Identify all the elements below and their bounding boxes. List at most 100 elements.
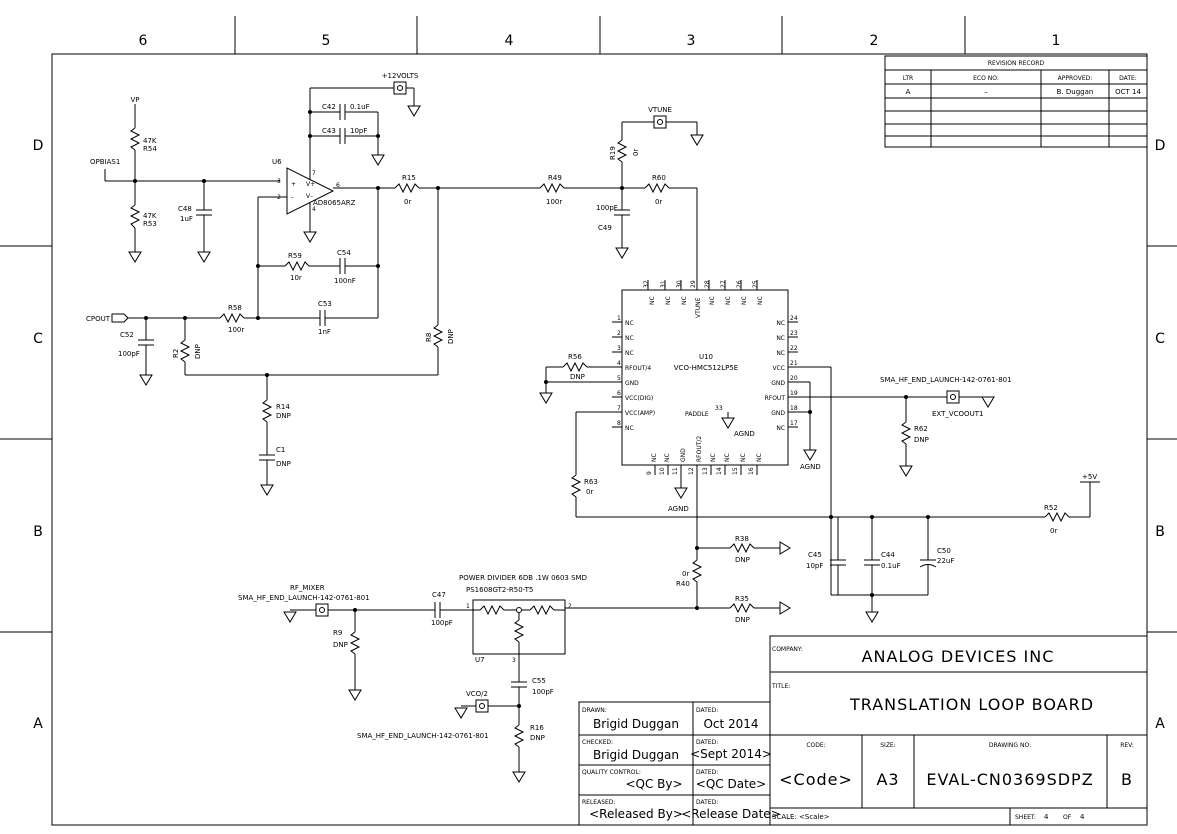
pin-label: 18 bbox=[790, 405, 798, 412]
r40-ref: R40 bbox=[676, 580, 690, 588]
r54-ref: R54 bbox=[143, 145, 157, 153]
u6-noninv: + bbox=[291, 181, 296, 188]
r54-value: 47K bbox=[143, 137, 157, 145]
connector-labels: SMA_HF_END_LAUNCH-142-0761-801 EXT_VCOOU… bbox=[238, 376, 1012, 740]
pin-label: OCT 14 bbox=[1115, 88, 1141, 96]
r52-value: 0r bbox=[1050, 527, 1057, 535]
pin-label: 24 bbox=[790, 315, 798, 322]
zone-row-b-right: B bbox=[1155, 524, 1165, 540]
checked-date: <Sept 2014> bbox=[690, 747, 772, 761]
zone-labels: 6 5 4 3 2 1 D C B A D C B A bbox=[33, 33, 1166, 732]
zone-col-6: 6 bbox=[139, 33, 148, 49]
of-label: OF bbox=[1063, 814, 1072, 821]
sheet-label: SHEET: bbox=[1015, 814, 1036, 821]
zone-col-5: 5 bbox=[322, 33, 331, 49]
c48-value: 1uF bbox=[180, 215, 193, 223]
pin-label: 27 bbox=[720, 280, 727, 288]
drawing-no-label: DRAWING NO: bbox=[989, 742, 1031, 749]
u6-pin4: 4 bbox=[312, 206, 316, 213]
pin-label: 26 bbox=[736, 280, 743, 288]
checked-by: Brigid Duggan bbox=[593, 748, 679, 762]
net-opbias: OPBIAS1 bbox=[90, 158, 120, 166]
pin-label: 2 bbox=[617, 330, 621, 337]
pin-label: NC bbox=[664, 453, 671, 462]
part-labels: 47K R54 47K R53 C48 1uF C42 0.1uF C43 10… bbox=[118, 103, 1058, 742]
size-value: A3 bbox=[876, 770, 899, 789]
pin-label: 6 bbox=[617, 390, 621, 397]
pin-label: GND bbox=[771, 380, 785, 387]
c52-value: 100pF bbox=[118, 350, 140, 358]
r49-value: 100r bbox=[546, 198, 562, 206]
qc-dated-label: DATED: bbox=[696, 769, 718, 776]
pin-label: – bbox=[984, 88, 988, 96]
zone-row-d-right: D bbox=[1155, 138, 1166, 154]
r58-ref: R58 bbox=[228, 304, 242, 312]
pin-label: 1 bbox=[617, 315, 621, 322]
pin-label: REVISION RECORD bbox=[988, 60, 1045, 67]
zone-row-d-left: D bbox=[33, 138, 44, 154]
pin-label: B. Duggan bbox=[1057, 88, 1094, 96]
pin-label: 17 bbox=[790, 420, 798, 427]
qc-date: <QC Date> bbox=[696, 777, 766, 791]
released-dated-label: DATED: bbox=[696, 799, 718, 806]
r35-value: DNP bbox=[735, 616, 750, 624]
checked-dated-label: DATED: bbox=[696, 739, 718, 746]
pin-label: NC bbox=[776, 425, 785, 432]
u6-inv: – bbox=[291, 194, 294, 201]
zone-col-2: 2 bbox=[870, 33, 879, 49]
c1-ref: C1 bbox=[276, 446, 285, 454]
pin-label: 32 bbox=[643, 280, 650, 288]
pin-label: NC bbox=[665, 296, 672, 305]
pin-label: NC bbox=[741, 296, 748, 305]
zone-col-4: 4 bbox=[505, 33, 514, 49]
size-label: SIZE: bbox=[880, 742, 896, 749]
pin-label: 28 bbox=[704, 280, 711, 288]
pin-label: NC bbox=[756, 453, 763, 462]
pin-label: NC bbox=[724, 453, 731, 462]
pin-label: 22 bbox=[790, 345, 798, 352]
released-date: <Release Date> bbox=[681, 807, 781, 821]
pin-label: GND bbox=[680, 448, 687, 462]
qc-label: QUALITY CONTROL: bbox=[582, 769, 641, 776]
zone-row-a-right: A bbox=[1155, 716, 1165, 732]
r8-value: DNP bbox=[447, 329, 455, 344]
pin-label: NC bbox=[625, 335, 634, 342]
pin-label: DATE: bbox=[1119, 75, 1137, 82]
c44-value: 0.1uF bbox=[881, 562, 901, 570]
company-name: ANALOG DEVICES INC bbox=[862, 647, 1055, 666]
r59-value: 10r bbox=[290, 274, 302, 282]
rev-label: REV: bbox=[1120, 742, 1134, 749]
pin-label: NC bbox=[709, 296, 716, 305]
pin-label: A bbox=[906, 88, 911, 96]
pin-label: NC bbox=[625, 425, 634, 432]
pin-label: 9 bbox=[646, 471, 653, 475]
drawing-no: EVAL-CN0369SDPZ bbox=[926, 770, 1093, 789]
pin-label: GND bbox=[771, 410, 785, 417]
pin-label: NC bbox=[776, 320, 785, 327]
u10-paddle: PADDLE bbox=[685, 411, 709, 418]
pin-label: 10 bbox=[659, 467, 666, 475]
r49-ref: R49 bbox=[548, 174, 562, 182]
agnd-bottom: AGND bbox=[668, 505, 689, 513]
pin-label: 13 bbox=[702, 467, 709, 475]
ext-connector-part: SMA_HF_END_LAUNCH-142-0761-801 bbox=[880, 376, 1012, 384]
zone-row-c-left: C bbox=[33, 331, 43, 347]
u6-value: AD8065ARZ bbox=[313, 199, 356, 207]
r52-ref: R52 bbox=[1044, 504, 1058, 512]
c47-ref: C47 bbox=[432, 591, 446, 599]
r53-ref: R53 bbox=[143, 220, 157, 228]
r38-ref: R38 bbox=[735, 535, 749, 543]
pin-label: VCC bbox=[773, 365, 785, 372]
ext-connector-ref: EXT_VCOOUT1 bbox=[932, 410, 983, 418]
pin-label: 15 bbox=[732, 467, 739, 475]
c45-ref: C45 bbox=[808, 551, 822, 559]
pin-label: NC bbox=[757, 296, 764, 305]
pin-label: 7 bbox=[617, 405, 621, 412]
net-vco2: VCO/2 bbox=[466, 690, 488, 698]
pin-label: 23 bbox=[790, 330, 798, 337]
pin-label: 14 bbox=[716, 467, 723, 475]
c47-value: 100pF bbox=[431, 619, 453, 627]
c52-ref: C52 bbox=[120, 331, 134, 339]
pin-label: 29 bbox=[690, 280, 697, 288]
